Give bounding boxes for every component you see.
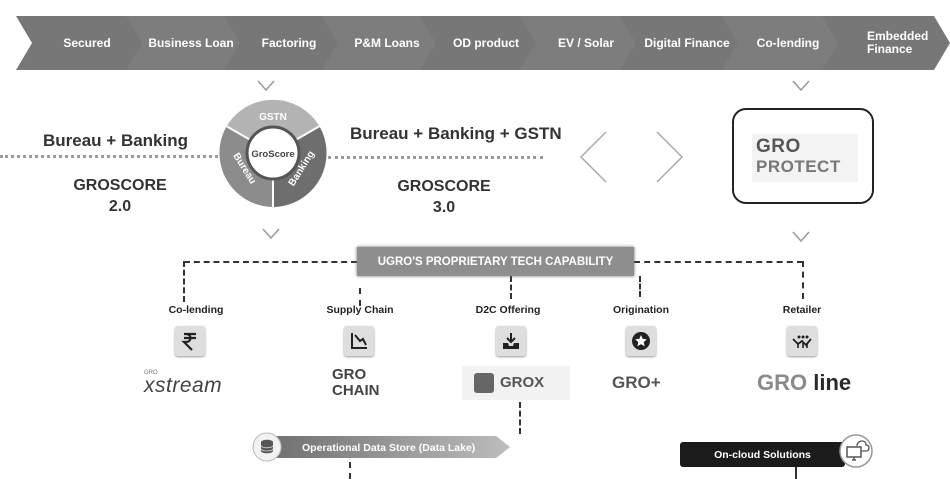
chevron-down-icon bbox=[257, 80, 275, 92]
ribbon-item-digital-finance: Digital Finance bbox=[620, 16, 742, 70]
score-name: GROSCORE bbox=[73, 177, 167, 194]
logo-line-2: PROTECT bbox=[756, 157, 841, 176]
on-cloud-banner: On-cloud Solutions bbox=[680, 442, 845, 467]
logo-line-2: CHAIN bbox=[332, 382, 380, 399]
logo-part-2: line bbox=[813, 370, 852, 395]
capability-bar: UGRO'S PROPRIETARY TECH CAPABILITY bbox=[357, 247, 634, 276]
ribbon-item-co-lending: Co-lending bbox=[722, 16, 842, 70]
groscore-3-label: GROSCORE 3.0 bbox=[384, 176, 504, 218]
ribbon-item-embedded-finance: Embedded Finance bbox=[822, 16, 950, 70]
connector-line bbox=[359, 288, 361, 306]
chart-down-icon bbox=[344, 326, 374, 356]
chevron-down-icon bbox=[792, 231, 810, 243]
grox-mark-icon bbox=[474, 373, 494, 393]
left-divider bbox=[0, 155, 218, 158]
star-circle-icon bbox=[626, 326, 656, 356]
connector-line bbox=[634, 261, 803, 263]
data-lake-banner: Operational Data Store (Data Lake) bbox=[252, 432, 510, 462]
logo-prefix: GRO bbox=[144, 370, 158, 376]
connector-line bbox=[184, 261, 357, 263]
product-label-supply-chain: Supply Chain bbox=[326, 304, 394, 316]
on-cloud-label: On-cloud Solutions bbox=[714, 448, 811, 461]
score-version: 2.0 bbox=[108, 198, 132, 215]
groplus-logo: GRO+ bbox=[612, 373, 682, 397]
middle-divider bbox=[328, 156, 543, 159]
ribbon-item-factoring: Factoring bbox=[224, 16, 342, 70]
ribbon-item-business-loan: Business Loan bbox=[126, 16, 244, 70]
gro-protect-logo: GRO PROTECT bbox=[752, 134, 858, 182]
product-label-co-lending: Co-lending bbox=[168, 304, 224, 316]
connector-line bbox=[183, 261, 185, 302]
logo-text: GRO+ bbox=[612, 373, 661, 392]
ribbon-item-pm-loans: P&M Loans bbox=[322, 16, 440, 70]
product-label-d2c-offering: D2C Offering bbox=[475, 304, 541, 316]
logo-line-1: GRO bbox=[756, 136, 801, 157]
connector-line bbox=[795, 467, 797, 479]
left-heading: Bureau + Banking bbox=[43, 131, 189, 150]
chevron-right-icon[interactable] bbox=[655, 130, 685, 184]
grox-logo: GROX bbox=[462, 366, 570, 400]
chevron-down-icon bbox=[262, 228, 280, 240]
groscore-2-label: GROSCORE 2.0 bbox=[60, 175, 180, 217]
rupee-icon bbox=[175, 326, 205, 356]
gro-protect-card: GRO PROTECT bbox=[732, 108, 874, 204]
connector-line bbox=[639, 276, 641, 297]
connector-line bbox=[510, 276, 512, 299]
product-label-retailer: Retailer bbox=[782, 304, 822, 316]
groline-logo: GRO line bbox=[757, 370, 867, 400]
people-chart-icon bbox=[787, 326, 817, 356]
score-name: GROSCORE bbox=[397, 178, 491, 195]
middle-heading: Bureau + Banking + GSTN bbox=[350, 124, 562, 143]
connector-line bbox=[349, 462, 351, 479]
cloud-monitor-icon bbox=[839, 434, 873, 468]
ribbon-item-od-product: OD product bbox=[420, 16, 540, 70]
logo-text: xstream bbox=[144, 374, 223, 397]
connector-line bbox=[802, 261, 804, 299]
ribbon-item-secured: Secured bbox=[16, 16, 146, 70]
xstream-logo: GRO xstream bbox=[136, 370, 246, 402]
data-lake-label: Operational Data Store (Data Lake) bbox=[302, 442, 475, 454]
donut-center-label: GroScore bbox=[251, 149, 294, 160]
download-tray-icon bbox=[496, 326, 526, 356]
donut-label-gstn: GSTN bbox=[259, 112, 287, 123]
chevron-left-icon[interactable] bbox=[578, 130, 608, 184]
grochain-logo: GRO CHAIN bbox=[328, 366, 398, 402]
groscore-donut: GSTN Banking Bureau GroScore bbox=[219, 99, 327, 207]
logo-part-1: GRO bbox=[757, 370, 808, 395]
score-version: 3.0 bbox=[432, 199, 456, 216]
ribbon-item-ev-solar: EV / Solar bbox=[520, 16, 640, 70]
product-label-origination: Origination bbox=[613, 304, 669, 316]
logo-line-1: GRO bbox=[332, 366, 367, 383]
connector-line bbox=[519, 402, 521, 434]
logo-text: GROX bbox=[500, 374, 545, 391]
chevron-down-icon bbox=[792, 80, 810, 92]
